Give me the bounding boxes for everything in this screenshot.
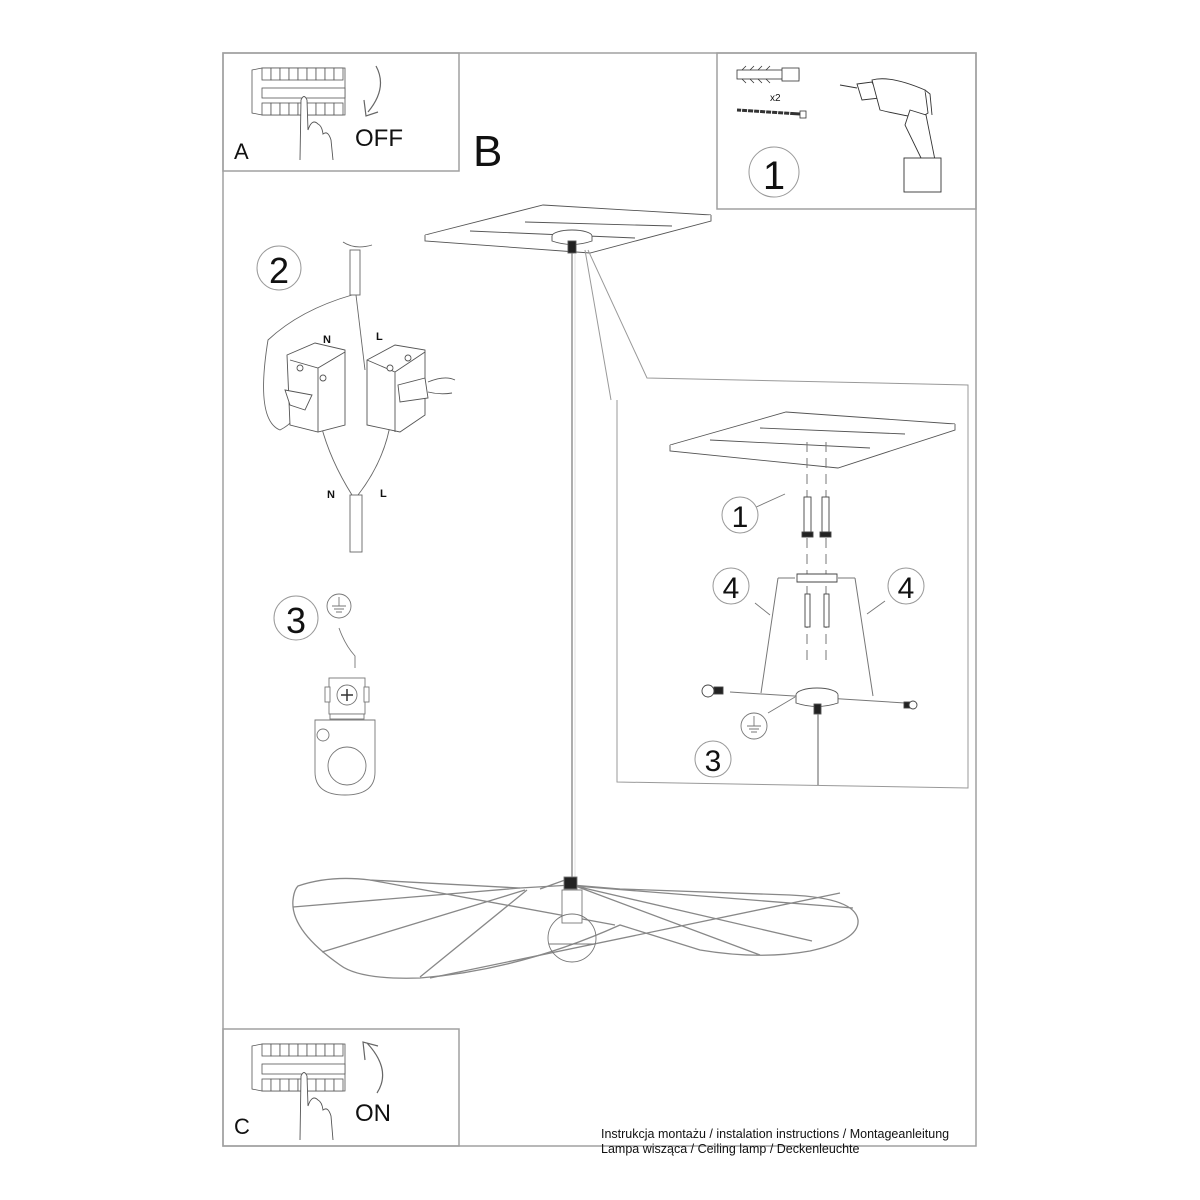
quantity-label: x2 bbox=[770, 93, 781, 104]
panel-a-power-off: A OFF bbox=[222, 52, 460, 172]
footer-line-instructions: Instrukcja montażu / instalation instruc… bbox=[601, 1127, 950, 1141]
mounting-bracket bbox=[796, 573, 838, 583]
breaker-panel-icon bbox=[251, 67, 346, 116]
terminal-l-label: L bbox=[376, 331, 383, 343]
detail-callout-lines bbox=[584, 249, 969, 789]
detail-step-1: 1 bbox=[732, 501, 749, 534]
canopy-outline bbox=[760, 577, 874, 697]
canopy-cup bbox=[795, 687, 839, 715]
terminal-n-label: N bbox=[323, 334, 331, 346]
arrow-down-icon bbox=[363, 65, 382, 117]
side-screw-left-icon bbox=[701, 684, 724, 698]
step-3-ground: 3 bbox=[273, 593, 376, 796]
ground-symbol-icon bbox=[326, 593, 352, 619]
lamp-shade-wire-frame bbox=[292, 877, 859, 979]
arrow-up-icon bbox=[362, 1041, 384, 1094]
detail-step-4-left: 4 bbox=[723, 572, 740, 605]
footer-caption: Instrukcja montażu / instalation instruc… bbox=[601, 1127, 949, 1157]
detail-step-3: 3 bbox=[705, 745, 722, 778]
side-screw-right-icon bbox=[903, 700, 918, 710]
panel-tools: x2 1 bbox=[716, 52, 977, 210]
panel-a-letter: A bbox=[234, 139, 249, 164]
terminal-block-l-icon bbox=[366, 344, 456, 433]
tools-step-number: 1 bbox=[763, 154, 785, 198]
wire-l-label: L bbox=[380, 488, 387, 500]
panel-c-letter: C bbox=[234, 1114, 250, 1139]
wiring-step-number: 2 bbox=[269, 250, 289, 291]
breaker-panel-icon bbox=[251, 1043, 346, 1092]
panel-c-power-on: C ON bbox=[222, 1028, 460, 1147]
ground-terminal-icon bbox=[314, 677, 376, 796]
wall-plug-pair-icon bbox=[801, 496, 832, 628]
terminal-block-n-icon bbox=[284, 342, 346, 433]
hand-icon bbox=[299, 1072, 334, 1141]
screw-icon bbox=[736, 106, 807, 120]
step-2-wiring: 2 N L N L bbox=[256, 241, 456, 553]
panel-a-action: OFF bbox=[355, 125, 403, 152]
drill-icon bbox=[839, 78, 942, 193]
wall-plug-icon bbox=[736, 65, 800, 84]
footer-line-product: Lampa wisząca / Ceiling lamp / Deckenleu… bbox=[601, 1142, 860, 1156]
detail-step-4-right: 4 bbox=[898, 572, 915, 605]
outer-frame bbox=[222, 52, 977, 1147]
panel-c-action: ON bbox=[355, 1100, 391, 1127]
detail-ceiling-plate bbox=[669, 411, 956, 469]
detail-ground-symbol-icon bbox=[740, 712, 768, 740]
ground-step-number: 3 bbox=[286, 600, 306, 641]
panel-b-letter: B bbox=[473, 127, 502, 176]
detail-inset: 1 4 4 3 bbox=[669, 411, 956, 785]
wire-n-label: N bbox=[327, 489, 335, 501]
bulb-socket bbox=[547, 876, 597, 963]
ceiling-plate bbox=[424, 204, 712, 254]
hand-icon bbox=[299, 96, 334, 161]
